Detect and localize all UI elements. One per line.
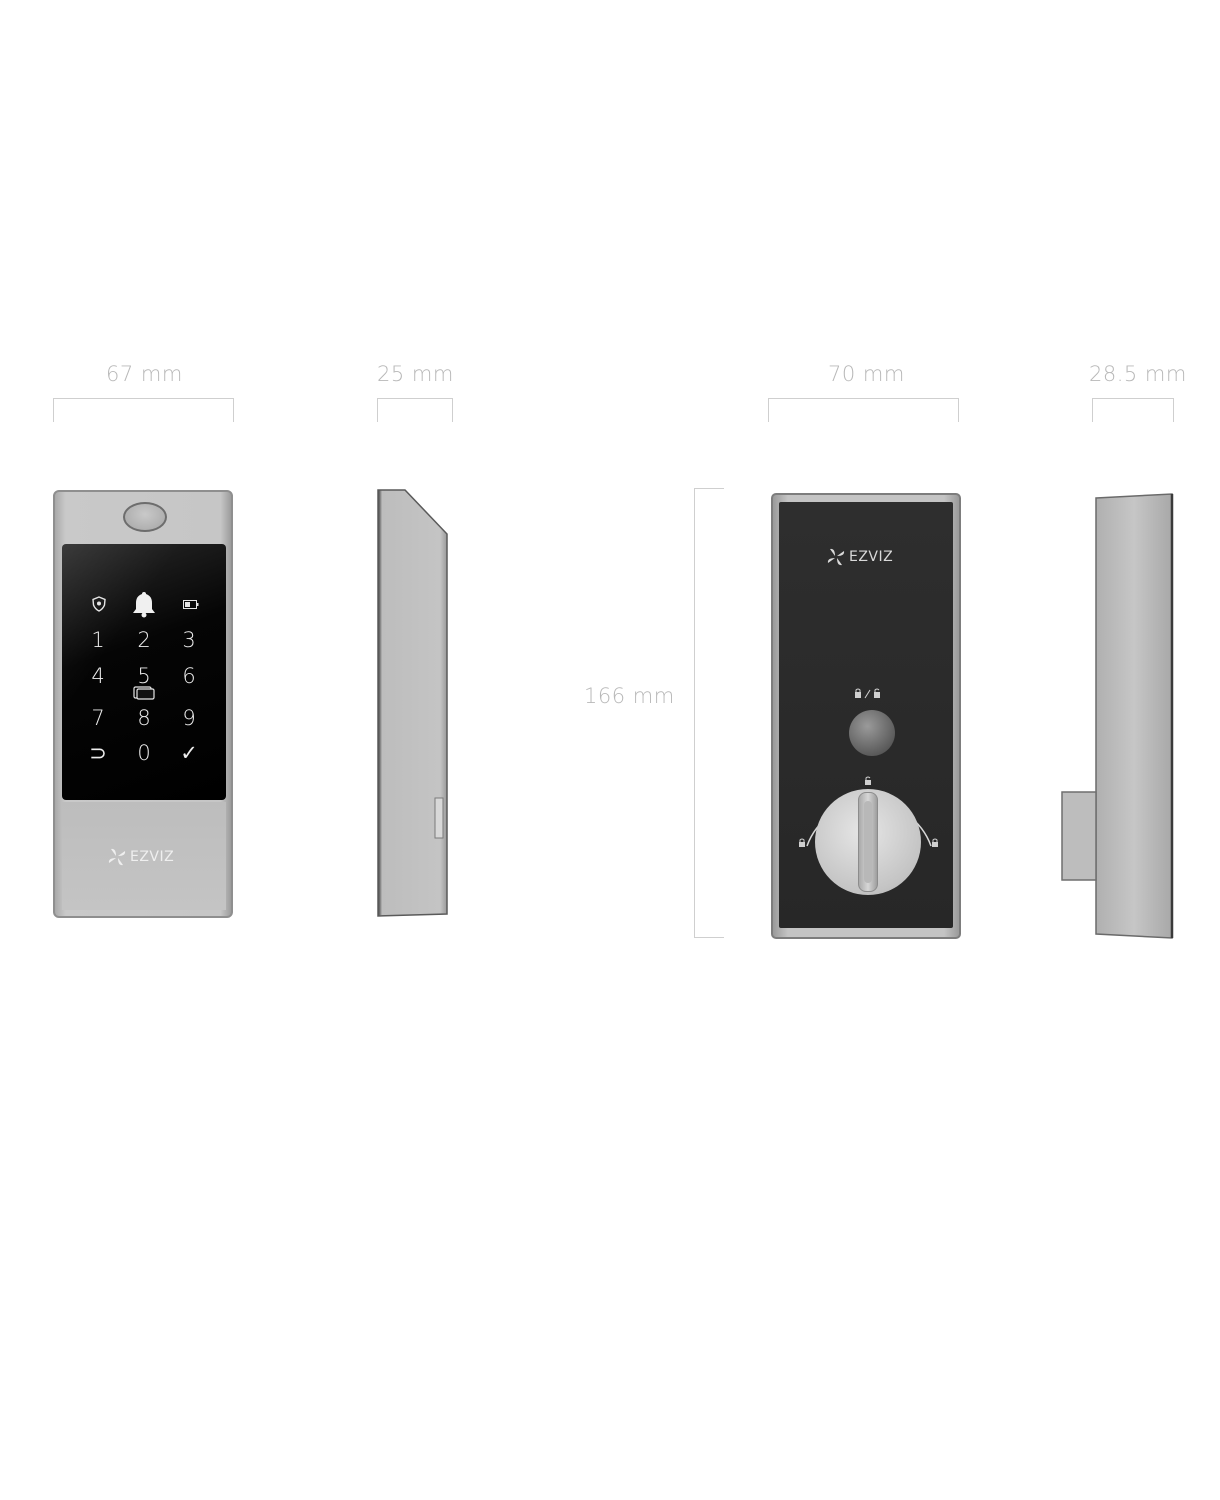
front-unit-side-profile [377,489,448,917]
key-4[interactable]: 4 [91,664,105,688]
card-icon [133,686,155,700]
unlock-icon [865,776,871,785]
back-depth-bracket [1092,398,1174,422]
back-interior-unit: EZVIZ [771,493,961,939]
fan-logo-icon [827,548,845,566]
back-logo: EZVIZ [827,548,893,566]
key-3[interactable]: 3 [182,628,196,652]
back-depth-label: 28.5 mm [1089,362,1187,386]
key-6[interactable]: 6 [182,664,196,688]
battery-icon [183,600,199,609]
back-unit-side-profile [1061,493,1174,939]
front-width-bracket [53,398,234,422]
height-label: 166 mm [584,684,675,708]
key-1[interactable]: 1 [91,628,105,652]
key-confirm[interactable]: ✓ [180,741,198,765]
mode-knob[interactable] [849,710,895,756]
lock-icon [932,838,938,847]
lock-icon [799,838,805,847]
back-width-bracket [768,398,959,422]
height-bracket [694,488,724,938]
front-depth-label: 25 mm [377,362,454,386]
front-keypad-unit: 1 2 3 4 5 6 7 8 9 ⊃ 0 ✓ EZVIZ [53,490,233,918]
front-width-label: 67 mm [106,362,183,386]
front-logo: EZVIZ [108,848,174,866]
bell-icon [133,592,155,618]
thumbturn-handle[interactable] [858,792,878,892]
front-brand-text: EZVIZ [130,849,175,865]
back-width-label: 70 mm [828,362,905,386]
fingerprint-sensor [123,502,167,532]
shield-icon [92,596,106,612]
front-depth-bracket [377,398,453,422]
keypad-screen: 1 2 3 4 5 6 7 8 9 ⊃ 0 ✓ [62,544,226,800]
key-8[interactable]: 8 [137,706,151,730]
fan-logo-icon [108,848,126,866]
key-back[interactable]: ⊃ [89,741,107,765]
front-lower-panel: EZVIZ [62,802,226,910]
key-0[interactable]: 0 [137,741,151,765]
back-brand-text: EZVIZ [849,549,894,565]
back-panel: EZVIZ [779,502,953,928]
key-2[interactable]: 2 [137,628,151,652]
key-9[interactable]: 9 [182,706,196,730]
key-7[interactable]: 7 [91,706,105,730]
lock-mode-icon [855,688,880,699]
thumbturn[interactable] [815,789,921,895]
key-5[interactable]: 5 [137,664,151,688]
